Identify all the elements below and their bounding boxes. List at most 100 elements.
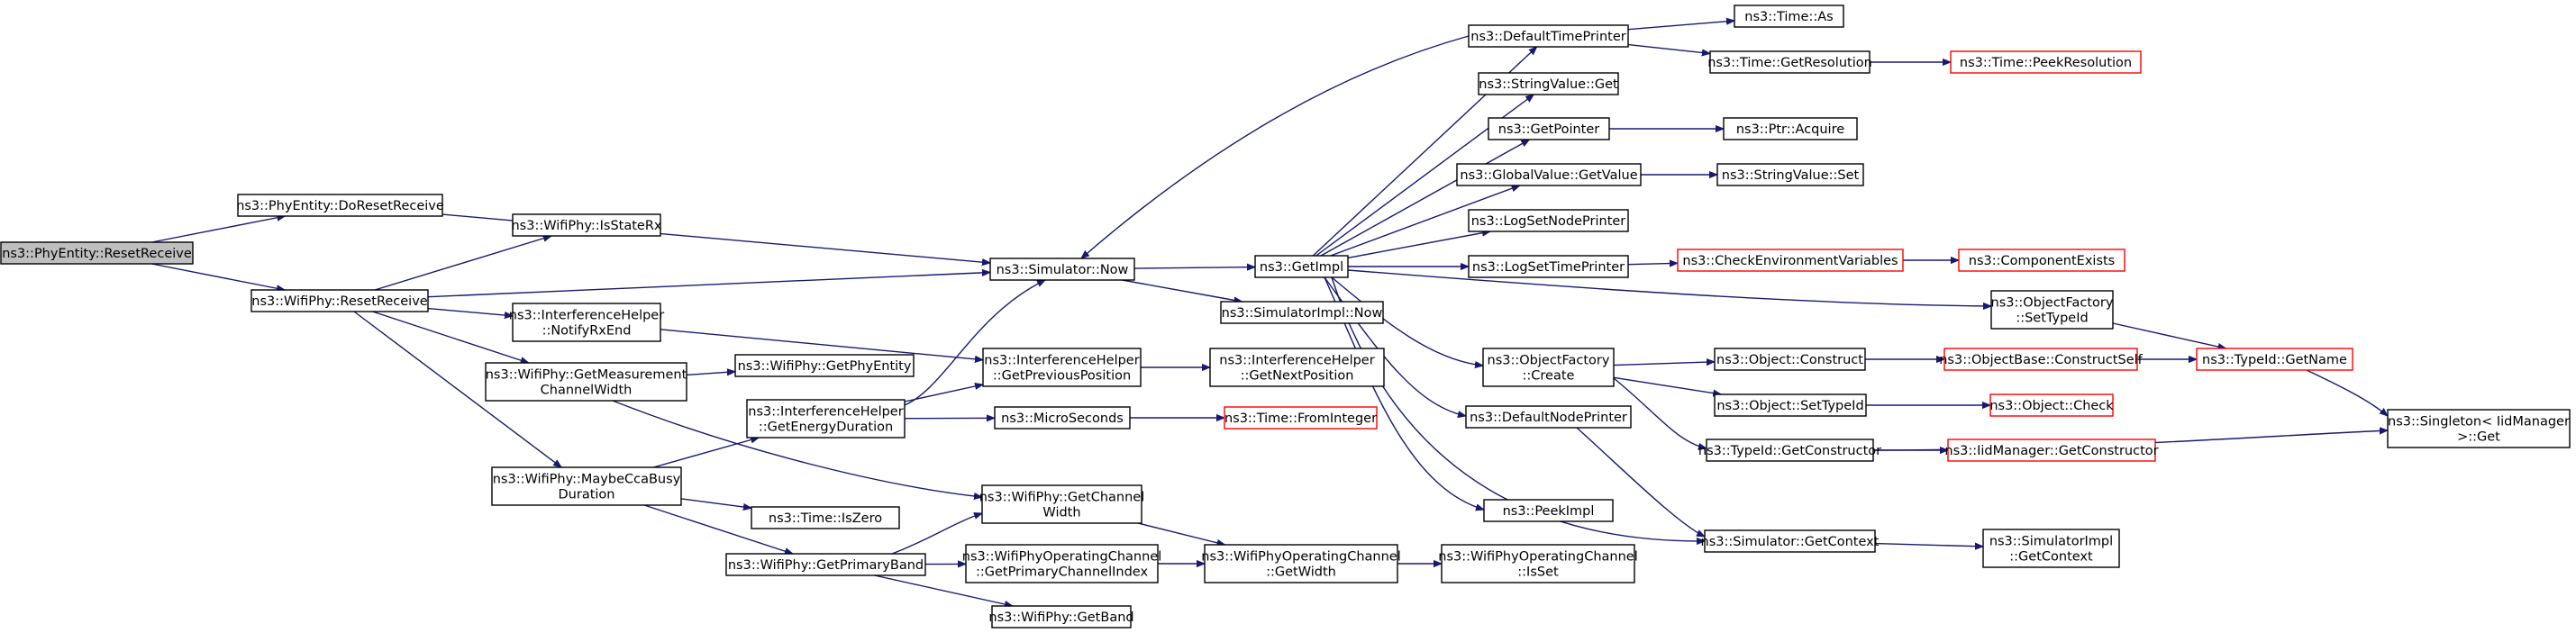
node-type-id-get-constructor[interactable]: ns3::TypeId::GetConstructor [1698, 439, 1881, 462]
node-box [1947, 439, 2156, 462]
node-label: ns3::GlobalValue::GetValue [1460, 168, 1637, 183]
node-label: ::GetNextPosition [1241, 369, 1354, 384]
node-label: ns3::WifiPhyOperatingChannel [1438, 550, 1637, 565]
edge-maybe-cca-busy-to-time-is-zero [680, 498, 751, 508]
node-microseconds[interactable]: ns3::MicroSeconds [994, 406, 1131, 430]
node-box [1943, 348, 2138, 371]
node-simulator-now[interactable]: ns3::Simulator::Now [989, 258, 1135, 281]
edge-simulator-now-to-get-impl [1133, 267, 1255, 269]
node-object-base-construct-self[interactable]: ns3::ObjectBase::ConstructSelf [1939, 348, 2144, 371]
edge-line [904, 384, 983, 402]
node-default-node-printer[interactable]: ns3::DefaultNodePrinter [1465, 405, 1632, 429]
node-notify-rx-end[interactable]: ns3::InterferenceHelper::NotifyRxEnd [509, 303, 664, 342]
node-is-state-rx[interactable]: ns3::WifiPhy::IsStateRx [511, 213, 662, 237]
node-get-next-position[interactable]: ns3::InterferenceHelper::GetNextPosition [1209, 348, 1385, 387]
node-object-construct[interactable]: ns3::Object::Construct [1714, 348, 1866, 371]
edge-line [680, 498, 751, 508]
node-object-set-type-id[interactable]: ns3::Object::SetTypeId [1714, 393, 1867, 417]
node-box [1709, 50, 1871, 74]
node-component-exists[interactable]: ns3::ComponentExists [1958, 249, 2125, 272]
edge-line [1613, 376, 1721, 394]
edge-wifi-reset-receive-to-get-measurement-cw [372, 311, 529, 363]
node-string-value-get[interactable]: ns3::StringValue::Get [1478, 72, 1619, 95]
node-box [1209, 348, 1385, 387]
node-box [989, 258, 1135, 281]
node-box [1950, 50, 2142, 74]
node-label: ns3::DefaultNodePrinter [1470, 411, 1627, 425]
node-label: ns3::WifiPhy::GetBand [988, 610, 1133, 625]
node-simulatorimpl-now[interactable]: ns3::SimulatorImpl::Now [1220, 301, 1384, 324]
edge-get-impl-to-log-set-node-printer [1347, 231, 1490, 259]
edge-default-node-printer-to-simulator-get-context [1576, 427, 1705, 538]
node-wifi-reset-receive[interactable]: ns3::WifiPhy::ResetReceive [250, 289, 429, 312]
node-check-env-vars[interactable]: ns3::CheckEnvironmentVariables [1677, 249, 1904, 272]
node-singleton-get[interactable]: ns3::Singleton< IidManager >::Get [2387, 409, 2571, 448]
node-label: ::SetTypeId [2016, 312, 2088, 326]
node-label: ns3::InterferenceHelper [748, 405, 903, 420]
node-get-pointer[interactable]: ns3::GetPointer [1488, 117, 1610, 140]
node-log-set-node-printer[interactable]: ns3::LogSetNodePrinter [1468, 209, 1629, 232]
edge-line [891, 513, 982, 555]
edge-maybe-cca-busy-to-get-primary-band [643, 504, 793, 554]
node-label: >::Get [2457, 430, 2500, 445]
node-peek-impl[interactable]: ns3::PeekImpl [1483, 499, 1614, 522]
edge-line [372, 311, 529, 363]
node-do-reset-receive[interactable]: ns3::PhyEntity::DoResetReceive [236, 194, 444, 217]
edge-line [1347, 231, 1490, 259]
node-box [485, 362, 687, 402]
node-iid-manager-get-constructor[interactable]: ns3::IidManager::GetConstructor [1944, 439, 2159, 462]
node-label: ns3::WifiPhy::IsStateRx [511, 219, 661, 233]
node-box [1468, 255, 1629, 278]
node-label: ns3::PhyEntity::DoResetReceive [236, 199, 444, 213]
node-default-time-printer[interactable]: ns3::DefaultTimePrinter [1468, 24, 1629, 48]
edge-line [1330, 185, 1520, 257]
edge-get-impl-to-get-pointer [1320, 139, 1530, 257]
node-log-set-time-printer[interactable]: ns3::LogSetTimePrinter [1468, 255, 1629, 278]
edge-get-impl-to-global-value-get-value [1330, 185, 1520, 257]
node-label: ::GetContext [2009, 550, 2093, 565]
node-label: ns3::Object::Check [1989, 399, 2114, 413]
node-box [250, 289, 429, 312]
node-object-factory-create[interactable]: ns3::ObjectFactory::Create [1482, 348, 1615, 387]
node-ptr-acquire[interactable]: ns3::Ptr::Acquire [1723, 117, 1858, 140]
edge-line [1324, 276, 1466, 416]
node-time-peek-resolution[interactable]: ns3::Time::PeekResolution [1950, 50, 2142, 74]
edge-default-time-printer-to-time-as [1627, 21, 1734, 31]
node-simulatorimpl-get-context[interactable]: ns3::SimulatorImpl::GetContext [1982, 529, 2120, 568]
node-get-energy-duration[interactable]: ns3::InterferenceHelper::GetEnergyDurati… [746, 399, 906, 439]
node-box [1989, 393, 2114, 417]
node-simulator-get-context[interactable]: ns3::Simulator::GetContext [1701, 529, 1880, 553]
node-time-get-resolution[interactable]: ns3::Time::GetResolution [1707, 50, 1872, 74]
node-object-factory-set-type-id[interactable]: ns3::ObjectFactory::SetTypeId [1990, 290, 2114, 330]
node-box [981, 484, 1142, 524]
edge-get-energy-duration-to-get-previous-position [904, 384, 983, 402]
node-box [1468, 209, 1629, 232]
node-time-as[interactable]: ns3::Time::As [1734, 5, 1844, 28]
edge-line [1627, 263, 1678, 264]
node-label: ns3::WifiPhy::GetPrimaryBand [728, 558, 924, 573]
node-get-primary-band[interactable]: ns3::WifiPhy::GetPrimaryBand [725, 553, 926, 576]
node-box [2196, 348, 2353, 371]
node-box [1958, 249, 2125, 272]
node-op-channel-is-set[interactable]: ns3::WifiPhyOperatingChannel::IsSet [1438, 544, 1638, 583]
node-get-phy-entity[interactable]: ns3::WifiPhy::GetPhyEntity [734, 354, 915, 377]
node-get-previous-position[interactable]: ns3::InterferenceHelper::GetPreviousPosi… [982, 348, 1142, 387]
node-get-band[interactable]: ns3::WifiPhy::GetBand [988, 605, 1134, 628]
edge-get-impl-to-default-node-printer [1324, 276, 1466, 416]
node-time-is-zero[interactable]: ns3::Time::IsZero [751, 506, 900, 529]
node-string-value-set[interactable]: ns3::StringValue::Set [1716, 163, 1864, 186]
node-box [1441, 544, 1635, 583]
node-box [0, 241, 194, 265]
node-global-value-get-value[interactable]: ns3::GlobalValue::GetValue [1456, 163, 1642, 186]
node-label: ns3::Object::SetTypeId [1716, 399, 1863, 413]
node-object-check[interactable]: ns3::Object::Check [1989, 393, 2114, 417]
node-op-channel-get-width[interactable]: ns3::WifiPhyOperatingChannel::GetWidth [1201, 544, 1401, 583]
node-get-impl[interactable]: ns3::GetImpl [1254, 255, 1349, 278]
node-get-primary-channel-index[interactable]: ns3::WifiPhyOperatingChannel::GetPrimary… [962, 544, 1161, 583]
node-label: ::GetPreviousPosition [993, 369, 1131, 384]
node-type-id-get-name[interactable]: ns3::TypeId::GetName [2196, 348, 2353, 371]
node-time-from-integer[interactable]: ns3::Time::FromInteger [1224, 406, 1378, 430]
